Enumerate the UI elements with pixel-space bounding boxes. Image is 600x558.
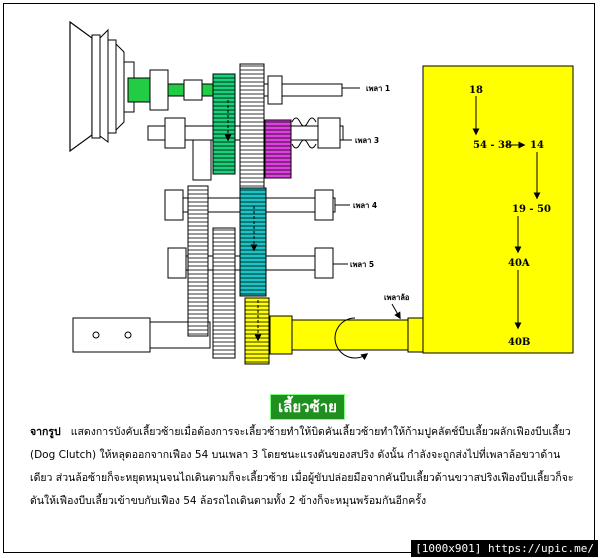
shaft-label-axle: เพลาล้อ — [384, 293, 409, 302]
shaft-labels: เพลา 1 เพลา 3 เพลา 4 เพลา 5 เพลาล้อ — [333, 84, 409, 320]
caption-text: แสดงการบังคับเลี้ยวซ้ายเมื่อต้องการจะเลี… — [30, 426, 574, 507]
caption: จากรูป แสดงการบังคับเลี้ยวซ้ายเมื่อต้องก… — [30, 421, 580, 513]
shaft-label-3: เพลา 3 — [355, 136, 379, 145]
page-frame — [3, 3, 595, 553]
flow-step-54-38: 54 - 38 — [473, 140, 512, 151]
shaft-label-4: เพลา 4 — [353, 201, 377, 210]
flow-step-19-50: 19 - 50 — [512, 204, 551, 215]
flow-step-40b: 40B — [508, 337, 530, 348]
source-watermark: [1000x901] https://upic.me/ — [411, 540, 598, 557]
gear-stack — [187, 63, 292, 365]
caption-lead: จากรูป — [30, 426, 61, 438]
pulley — [69, 20, 135, 153]
caption-paragraph: จากรูป แสดงการบังคับเลี้ยวซ้ายเมื่อต้องก… — [30, 421, 580, 513]
gear-train-diagram: เพลา 1 เพลา 3 เพลา 4 เพลา 5 เพลาล้อ 18 5… — [69, 20, 574, 365]
power-flow-panel: 18 54 - 38 14 19 - 50 40A 40B — [422, 65, 574, 354]
shaft-label-5: เพลา 5 — [350, 260, 374, 269]
flow-step-40a: 40A — [508, 258, 530, 269]
flow-step-14: 14 — [530, 140, 544, 151]
shaft-label-1: เพลา 1 — [366, 84, 390, 93]
flow-step-18: 18 — [469, 85, 483, 96]
diagram-title: เลี้ยวซ้าย — [270, 394, 345, 420]
